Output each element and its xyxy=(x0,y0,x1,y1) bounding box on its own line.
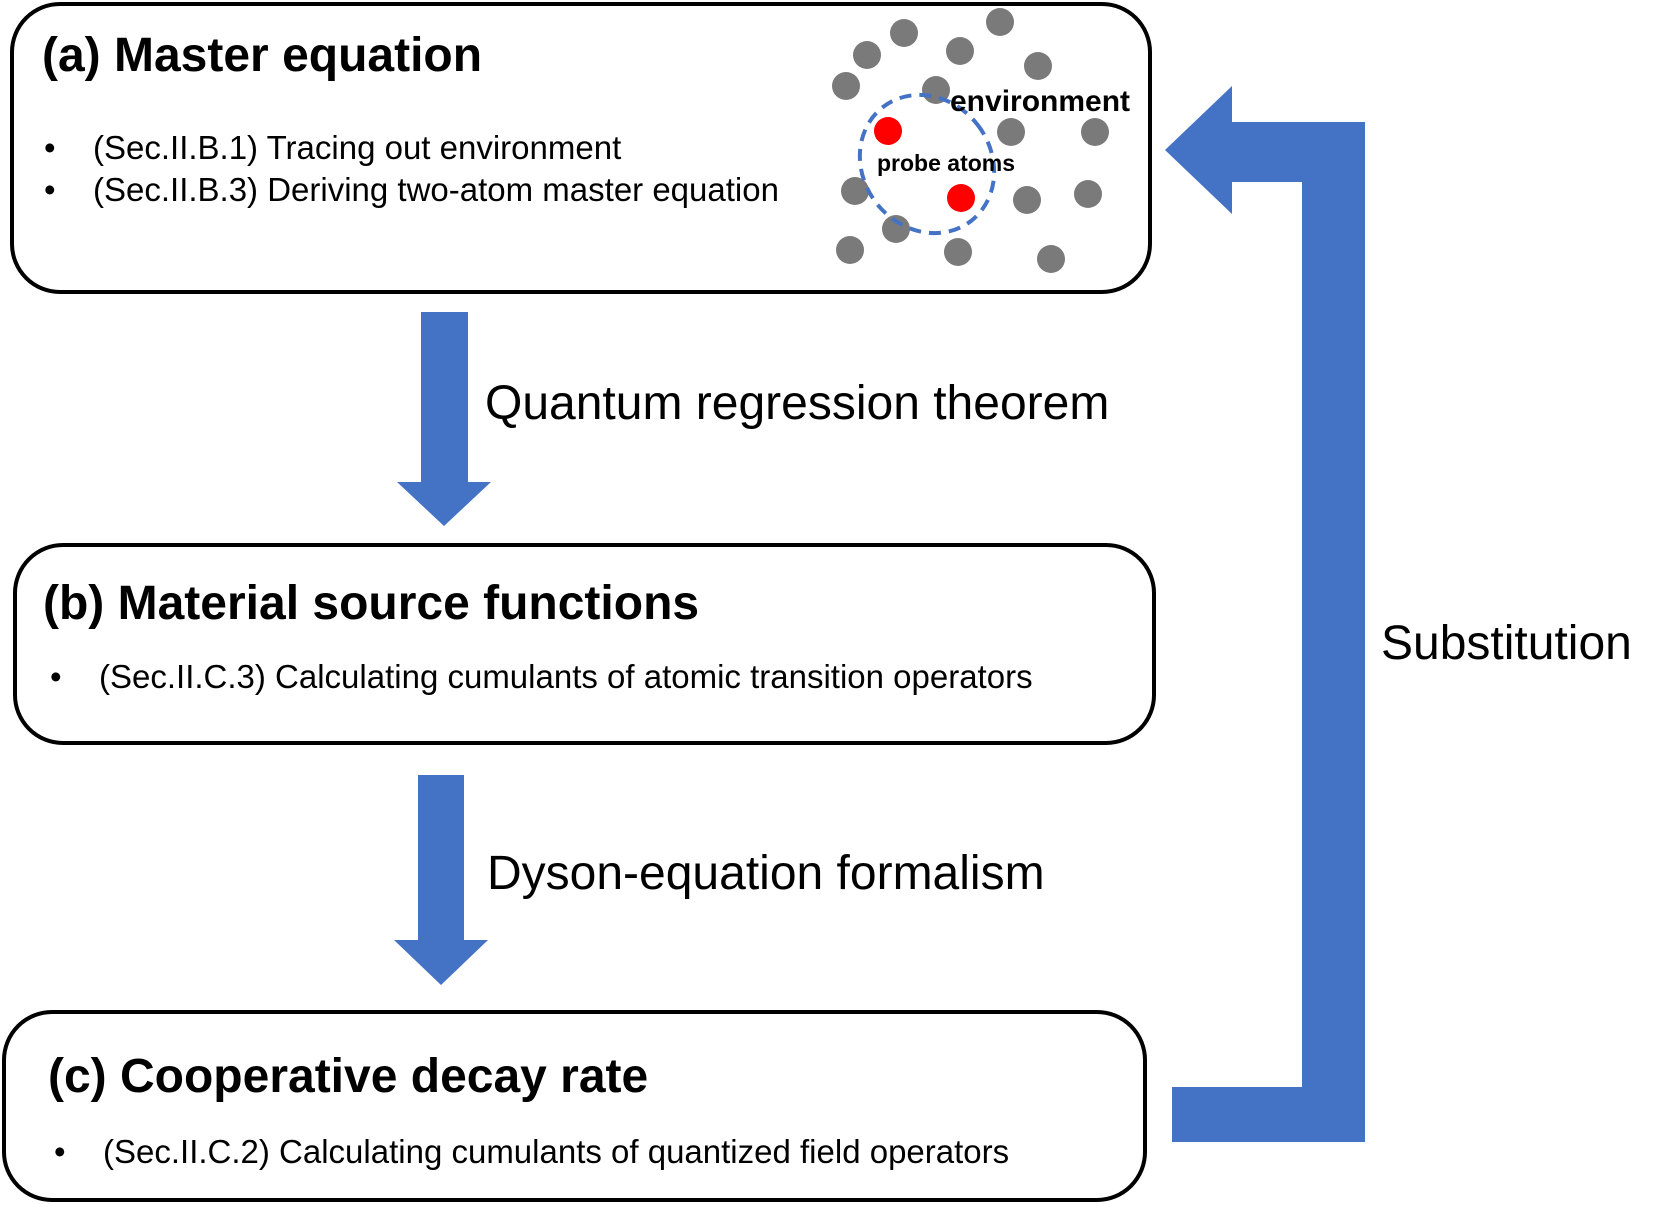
feedback-arrow xyxy=(1165,86,1365,1142)
probe-atoms-label: probe atoms xyxy=(877,150,1016,176)
box-a-title: (a) Master equation xyxy=(42,29,483,82)
bullet-dot: • xyxy=(54,1133,66,1170)
bullet-text: (Sec.II.B.1) Tracing out environment xyxy=(93,129,622,166)
bullet-dot: • xyxy=(44,129,56,166)
environment-label: environment xyxy=(950,85,1131,118)
down-arrow-b-to-c xyxy=(394,775,488,985)
bullet-dot: • xyxy=(50,658,62,695)
label-dyson-equation: Dyson-equation formalism xyxy=(487,847,1045,900)
bullet-text: (Sec.II.B.3) Deriving two-atom master eq… xyxy=(93,171,779,208)
box-cooperative-decay-rate xyxy=(2,1010,1147,1202)
box-c-title: (c) Cooperative decay rate xyxy=(48,1050,649,1103)
bullet-text: (Sec.II.C.2) Calculating cumulants of qu… xyxy=(103,1133,1010,1170)
bullet-text: (Sec.II.C.3) Calculating cumulants of at… xyxy=(99,658,1033,695)
label-substitution: Substitution xyxy=(1381,617,1632,670)
down-arrow-a-to-b xyxy=(397,312,491,526)
box-b-title: (b) Material source functions xyxy=(43,577,700,630)
box-material-source-functions xyxy=(13,543,1156,745)
label-quantum-regression: Quantum regression theorem xyxy=(485,377,1110,430)
bullet-dot: • xyxy=(44,171,56,208)
